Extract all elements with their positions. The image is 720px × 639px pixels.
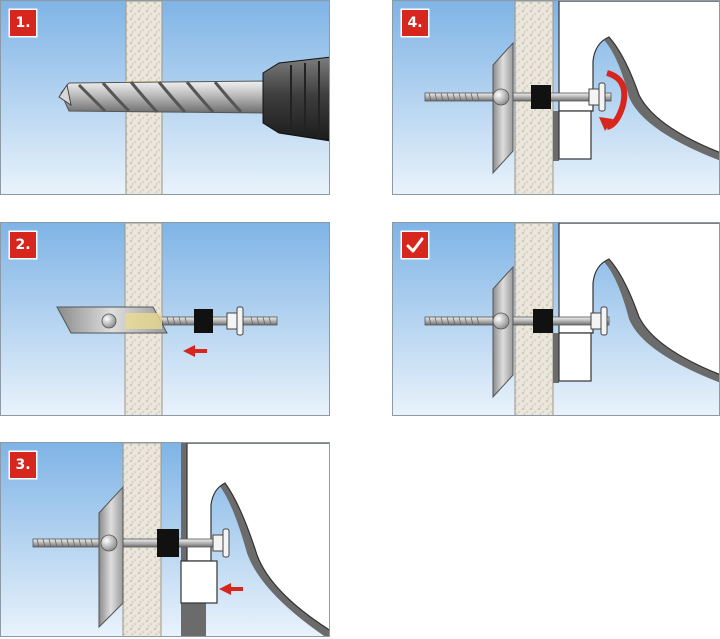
- washer: [598, 82, 606, 112]
- bracket: [558, 1, 719, 153]
- step-done-badge: [402, 232, 428, 258]
- spacer-sleeve: [533, 309, 553, 333]
- nut: [590, 312, 602, 330]
- nut: [226, 312, 238, 330]
- step-4-panel: 4.: [392, 0, 720, 195]
- spacer-sleeve: [194, 309, 213, 333]
- push-arrow-icon: [183, 345, 207, 357]
- step-3-panel: 3.: [0, 442, 330, 637]
- toggle-plate: [492, 41, 514, 175]
- spacer-sleeve: [531, 85, 551, 109]
- step-2-panel: 2.: [0, 222, 330, 416]
- rotate-arrow-icon: [599, 70, 628, 131]
- spacer-sleeve: [157, 529, 179, 557]
- step-4-illustration: [393, 1, 719, 194]
- checkmark-icon: [406, 237, 424, 253]
- washer: [236, 306, 244, 336]
- step-done-illustration: [393, 223, 719, 415]
- toggle-ball: [492, 88, 510, 106]
- threaded-rod: [32, 538, 230, 548]
- step-3-illustration: [1, 443, 329, 636]
- step-4-badge: 4.: [402, 10, 428, 36]
- bracket: [186, 443, 329, 631]
- push-arrow-icon: [219, 583, 243, 595]
- drill-bit: [58, 80, 272, 114]
- nut: [588, 88, 600, 106]
- step-done-panel: [392, 222, 720, 416]
- threaded-rod: [424, 92, 612, 102]
- step-1-badge: 1.: [10, 10, 36, 36]
- threaded-rod: [150, 316, 278, 326]
- nut: [212, 534, 224, 552]
- step-3-badge: 3.: [10, 452, 36, 478]
- toggle-ball: [492, 312, 510, 330]
- drill-chuck: [262, 56, 329, 142]
- bracket: [558, 223, 719, 375]
- threaded-rod: [424, 316, 610, 326]
- step-1-panel: 1.: [0, 0, 330, 195]
- washer: [222, 528, 230, 558]
- step-2-illustration: [1, 223, 329, 415]
- toggle-plate: [98, 485, 124, 629]
- toggle-ball: [100, 534, 118, 552]
- toggle-plate: [492, 265, 514, 399]
- step-2-badge: 2.: [10, 232, 36, 258]
- step-1-illustration: [1, 1, 329, 194]
- washer: [600, 306, 608, 336]
